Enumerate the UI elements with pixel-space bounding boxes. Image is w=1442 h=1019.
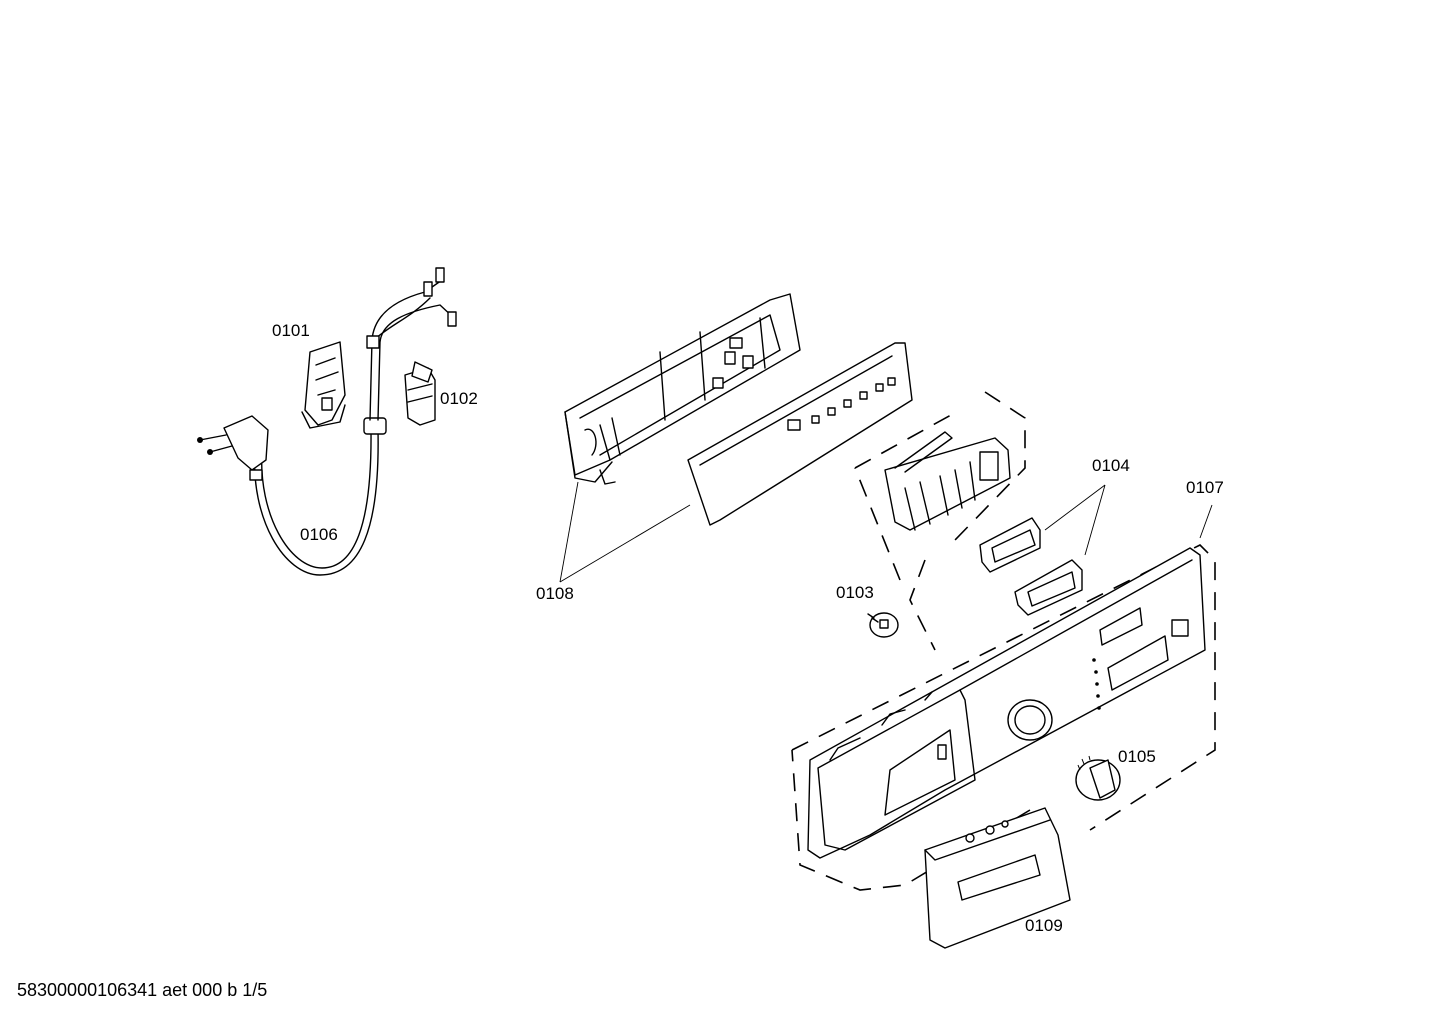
label-0108: 0108 — [536, 584, 574, 603]
program-switch-icon — [884, 431, 1011, 531]
drawing-reference-number: 58300000106341 aet 000 b 1/5 — [17, 980, 268, 1000]
label-0104: 0104 — [1092, 456, 1130, 475]
mounting-bracket-icon — [301, 341, 346, 429]
label-0106: 0106 — [300, 525, 338, 544]
control-module-housing-icon — [564, 293, 801, 485]
detergent-drawer-handle-icon — [924, 807, 1071, 949]
label-0109: 0109 — [1025, 916, 1063, 935]
circuit-board-icon — [687, 342, 913, 526]
label-0107: 0107 — [1186, 478, 1224, 497]
label-0103: 0103 — [836, 583, 874, 602]
label-0102: 0102 — [440, 389, 478, 408]
interference-filter-icon — [404, 361, 436, 426]
switch-assembly-outline — [854, 391, 1026, 651]
leader-lines — [559, 481, 1213, 583]
mains-cable-plug-icon — [197, 267, 457, 576]
label-0105: 0105 — [1118, 747, 1156, 766]
control-panel-fascia-icon — [807, 547, 1206, 859]
label-0101: 0101 — [272, 321, 310, 340]
push-button-icon — [979, 517, 1083, 616]
knob-spindle-icon — [867, 612, 899, 638]
selector-knob-icon — [1075, 755, 1121, 801]
